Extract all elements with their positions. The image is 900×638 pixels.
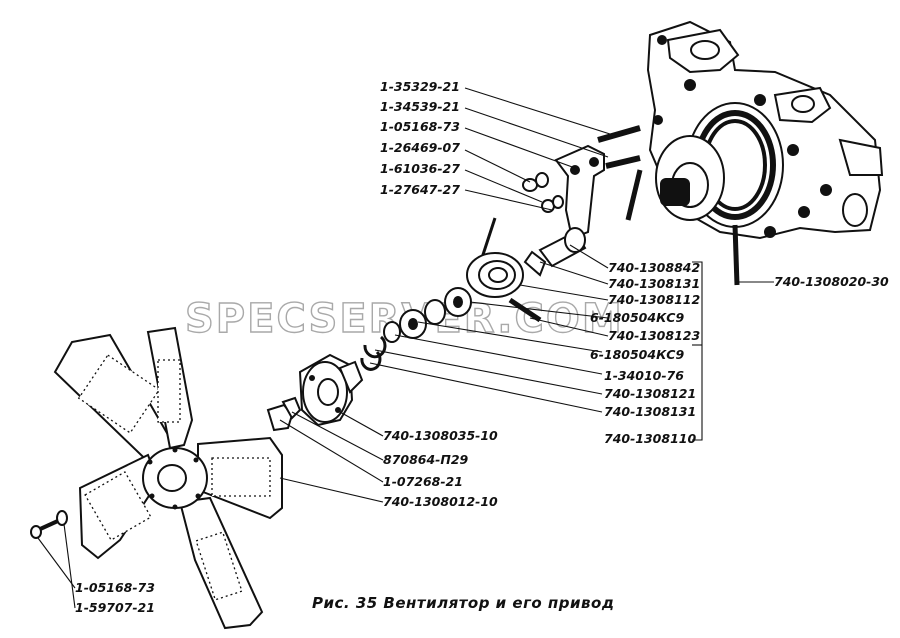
label-740-1308112: 740-1308112 — [608, 292, 700, 307]
label-1-34010-76: 1-34010-76 — [604, 368, 684, 383]
nuts-washers — [522, 172, 564, 213]
label-1-34539-21: 1-34539-21 — [380, 99, 460, 114]
label-740-1308121: 740-1308121 — [604, 386, 696, 401]
label-740-1308842: 740-1308842 — [608, 260, 700, 275]
label-740-1308035-10: 740-1308035-10 — [383, 428, 498, 443]
label-740-1308020-30: 740-1308020-30 — [774, 274, 889, 289]
label-1-05168-73-bottom: 1-05168-73 — [75, 580, 155, 595]
shaft-pulley — [466, 217, 587, 323]
label-740-1308012-10: 740-1308012-10 — [383, 494, 498, 509]
label-1-35329-21: 1-35329-21 — [380, 79, 460, 94]
figure-caption: Рис. 35 Вентилятор и его привод — [312, 594, 614, 612]
label-bracket-outer — [692, 261, 703, 441]
label-1-05168-73-top: 1-05168-73 — [380, 119, 460, 134]
fan — [53, 326, 283, 630]
bracket — [554, 144, 605, 240]
fan-bolt — [30, 510, 68, 539]
label-1-07268-21: 1-07268-21 — [383, 474, 463, 489]
fan-drive-housing — [625, 20, 884, 286]
label-740-1308131-b: 740-1308131 — [604, 404, 696, 419]
leader-lines — [37, 87, 774, 609]
label-740-1308131-a: 740-1308131 — [608, 276, 700, 291]
label-740-1308110: 740-1308110 — [604, 431, 696, 446]
label-1-59707-21: 1-59707-21 — [75, 600, 155, 615]
studs — [597, 125, 641, 169]
label-6-180504kc9-a: 6-180504КС9 — [590, 310, 684, 325]
bearings-rings — [360, 287, 472, 371]
label-740-1308123: 740-1308123 — [608, 328, 700, 343]
label-6-180504kc9-b: 6-180504КС9 — [590, 347, 684, 362]
label-870864-p29: 870864-П29 — [383, 452, 469, 467]
label-1-61036-27: 1-61036-27 — [380, 161, 460, 176]
label-1-27647-27: 1-27647-27 — [380, 182, 460, 197]
hub — [298, 353, 364, 427]
label-1-26469-07: 1-26469-07 — [380, 140, 460, 155]
